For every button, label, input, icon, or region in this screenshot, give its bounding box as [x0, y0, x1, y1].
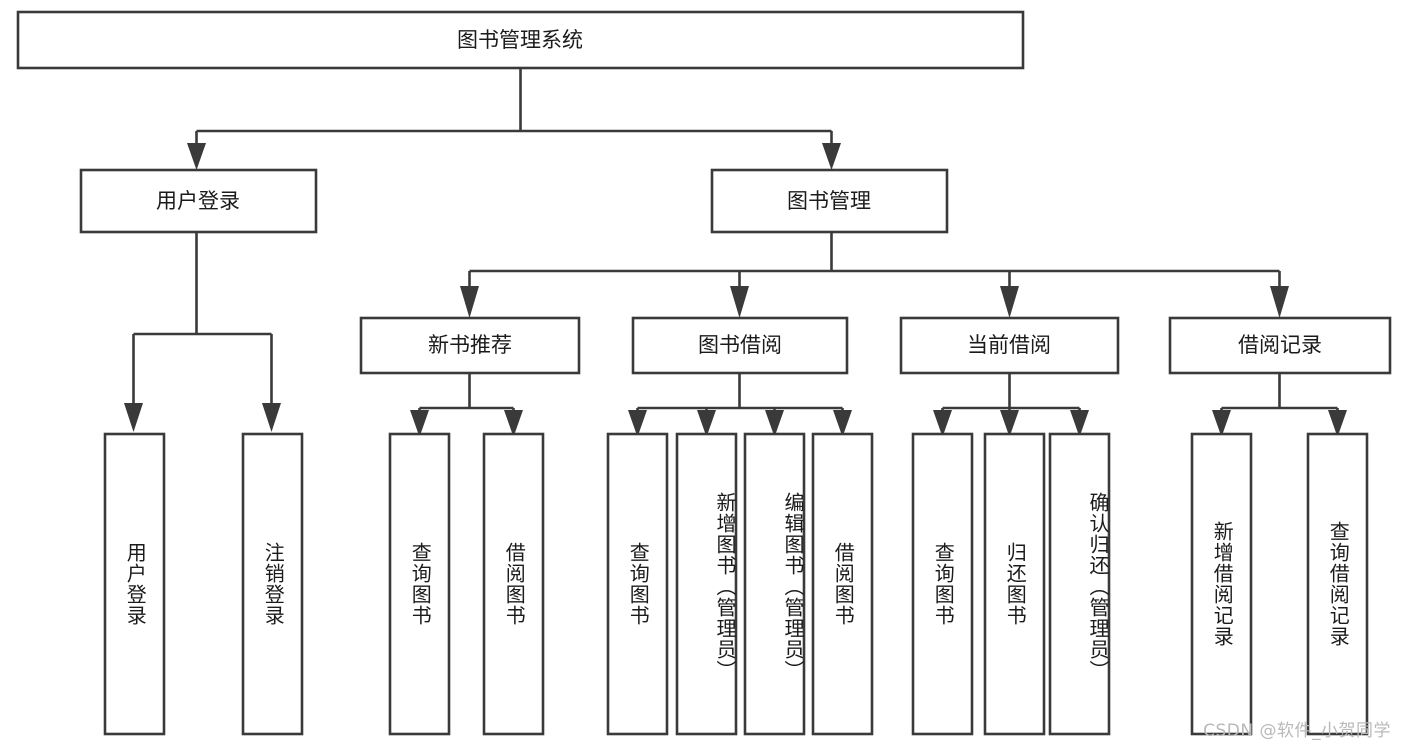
csdn-watermark: CSDN @软件_小贺同学 — [1203, 721, 1391, 741]
node-book-management-label: 图书管理 — [787, 189, 871, 213]
leaf-box-edit-book[interactable] — [743, 432, 806, 736]
leaf-box-query-record[interactable] — [1306, 432, 1369, 736]
connector-userlogin-to-leaves — [124, 232, 281, 432]
node-book-borrow[interactable]: 图书借阅 — [631, 316, 849, 375]
node-new-book-recommend[interactable]: 新书推荐 — [359, 316, 581, 375]
node-book-management[interactable]: 图书管理 — [710, 168, 949, 234]
connector-bookborrow-to-leaves — [628, 373, 852, 437]
connector-currentborrow-to-leaves — [933, 373, 1089, 437]
connector-bookmgmt-to-level3 — [460, 232, 1289, 318]
leaf-box-user-login[interactable] — [103, 432, 166, 736]
connector-newbook-to-leaves — [410, 373, 523, 437]
leaf-box-confirm-return[interactable] — [1048, 432, 1111, 736]
leaf-box-borrow-book-1[interactable] — [482, 432, 545, 736]
node-current-borrow-label: 当前借阅 — [967, 333, 1051, 357]
node-book-borrow-label: 图书借阅 — [698, 333, 782, 357]
connector-root-to-level2 — [187, 68, 841, 170]
node-root-label: 图书管理系统 — [457, 28, 583, 52]
leaf-box-query-book-1[interactable] — [388, 432, 451, 736]
connector-borrowrecord-to-leaves — [1212, 373, 1347, 437]
leaf-box-return-book[interactable] — [983, 432, 1046, 736]
node-new-book-recommend-label: 新书推荐 — [428, 333, 512, 357]
leaf-box-borrow-book-2[interactable] — [811, 432, 874, 736]
leaf-box-query-book-2[interactable] — [606, 432, 669, 736]
node-user-login-label: 用户登录 — [156, 189, 240, 213]
node-root[interactable]: 图书管理系统 — [16, 10, 1025, 70]
leaf-box-add-record[interactable] — [1190, 432, 1253, 736]
node-current-borrow[interactable]: 当前借阅 — [899, 316, 1120, 375]
leaf-box-query-book-3[interactable] — [911, 432, 974, 736]
leaf-box-add-book[interactable] — [675, 432, 738, 736]
leaf-box-user-logout[interactable] — [241, 432, 304, 736]
node-borrow-record[interactable]: 借阅记录 — [1168, 316, 1392, 375]
node-borrow-record-label: 借阅记录 — [1238, 333, 1322, 357]
node-user-login[interactable]: 用户登录 — [79, 168, 318, 234]
